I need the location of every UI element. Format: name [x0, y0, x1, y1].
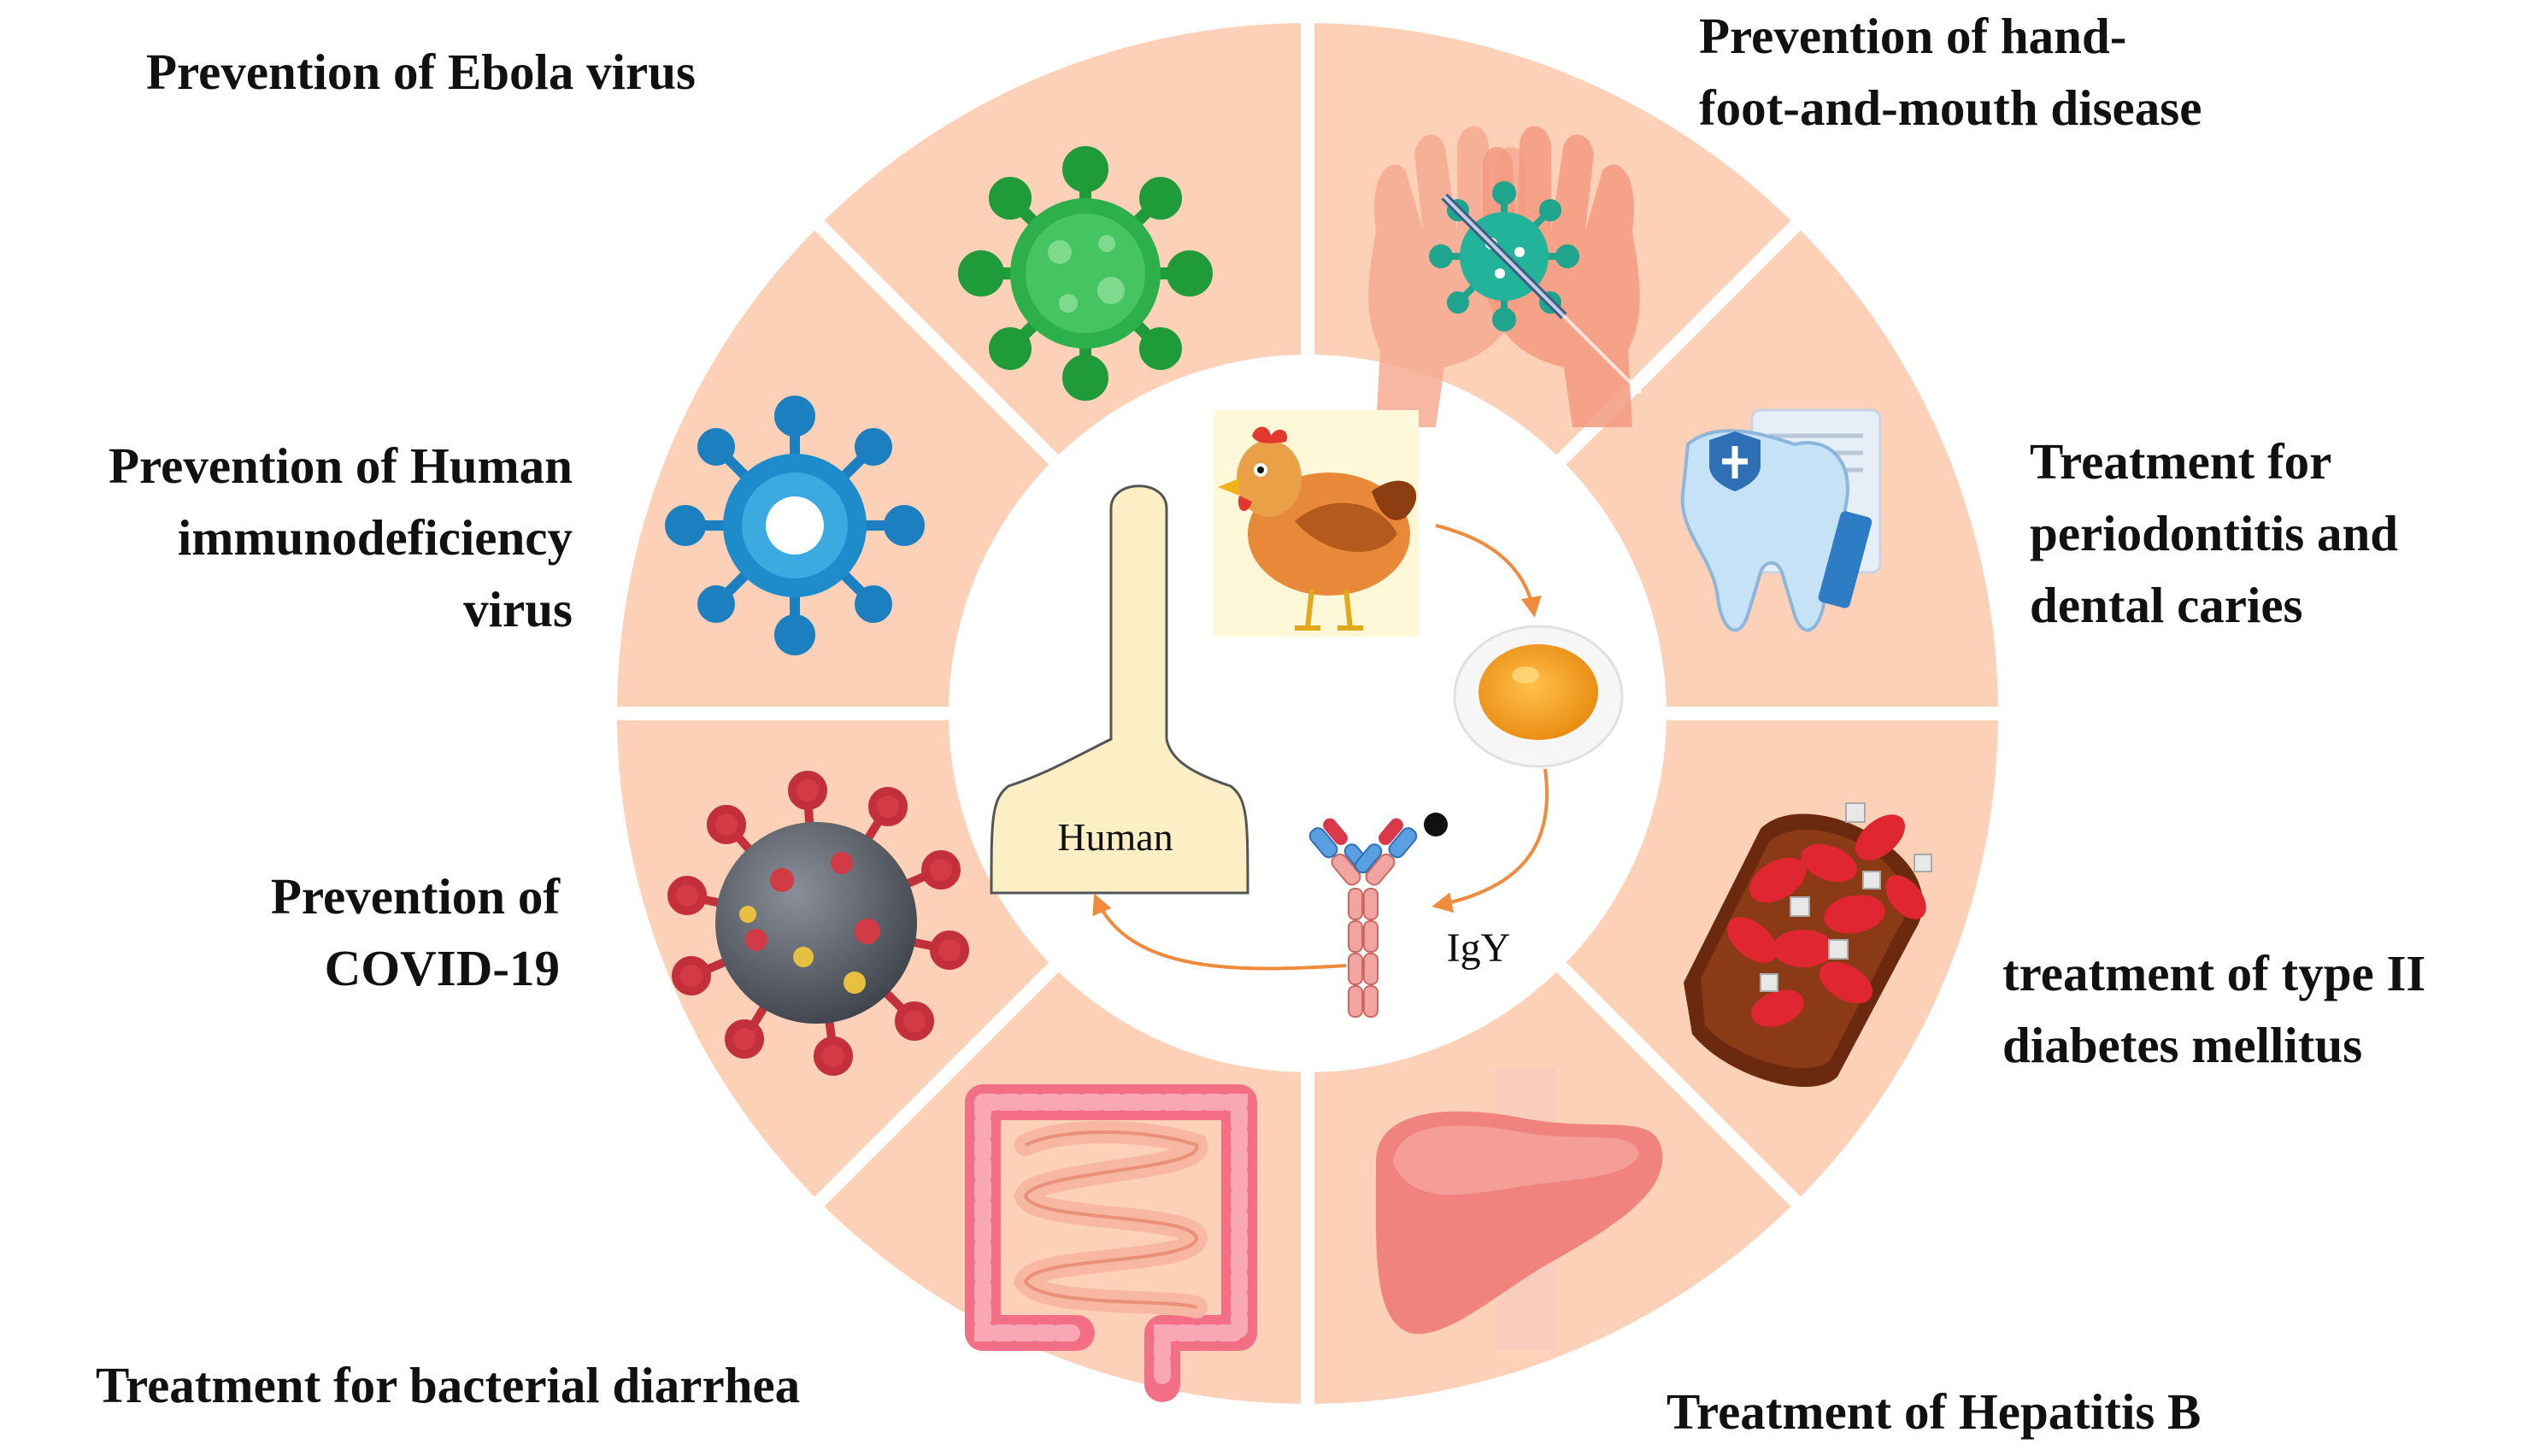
label-ebola: Prevention of Ebola virus: [146, 36, 696, 108]
green-virus-icon: [958, 146, 1213, 401]
liver-icon: [1375, 1068, 1663, 1350]
label-perio-line-2: periodontitis and: [2030, 505, 2399, 561]
label-covid-line-1: Prevention of: [270, 868, 560, 925]
label-perio: Treatment for periodontitis and dental c…: [2030, 426, 2398, 641]
label-hepb: Treatment of Hepatitis B: [1667, 1376, 2201, 1447]
label-covid-line-2: COVID-19: [324, 940, 560, 996]
label-perio-line-1: Treatment for: [2030, 433, 2332, 490]
blood-vessel-icon: [1684, 802, 1932, 1087]
hand-virus-icon: [1368, 126, 1643, 427]
segment-ring: [611, 17, 2004, 1410]
igy-antibody-icon: [1308, 813, 1448, 1018]
tooth-icon: [1680, 408, 1882, 632]
label-hiv-line-1: Prevention of Human: [108, 437, 573, 494]
label-diabetes-line-2: diabetes mellitus: [2002, 1017, 2363, 1073]
segment-dividers: [611, 17, 2004, 1410]
label-hfmd: Prevention of hand- foot-and-mouth disea…: [1699, 0, 2202, 144]
arrow-igy-to-human: [1092, 893, 1347, 971]
arrow-egg-to-igy: [1431, 768, 1549, 913]
egg-icon: [1453, 625, 1624, 768]
human-label: Human: [1057, 815, 1173, 859]
chicken-icon: [1214, 410, 1419, 637]
label-hiv-line-3: virus: [463, 581, 573, 637]
human-silhouette: Human: [990, 484, 1249, 895]
flow-arrows: [1092, 524, 1549, 971]
hiv-virus-icon: [665, 396, 925, 655]
igy-label: IgY: [1447, 925, 1511, 971]
label-covid: Prevention of COVID-19: [85, 860, 560, 1004]
label-hiv: Prevention of Human immunodeficiency vir…: [17, 430, 573, 645]
intestine-icon: [965, 1084, 1257, 1402]
label-hiv-line-2: immunodeficiency: [177, 509, 573, 566]
coronavirus-icon: [667, 771, 969, 1076]
label-hfmd-line-1: Prevention of hand-: [1699, 8, 2127, 64]
label-diarrhea: Treatment for bacterial diarrhea: [96, 1349, 800, 1421]
label-perio-line-3: dental caries: [2030, 577, 2303, 633]
label-diabetes-line-1: treatment of type II: [2002, 945, 2426, 1001]
label-ebola-line: Prevention of Ebola virus: [146, 44, 697, 100]
arrow-chicken-to-egg: [1435, 524, 1542, 618]
label-hepb-line: Treatment of Hepatitis B: [1667, 1383, 2202, 1440]
label-hfmd-line-2: foot-and-mouth disease: [1699, 79, 2202, 136]
label-diarrhea-line: Treatment for bacterial diarrhea: [96, 1357, 801, 1413]
label-diabetes: treatment of type II diabetes mellitus: [2002, 937, 2425, 1081]
